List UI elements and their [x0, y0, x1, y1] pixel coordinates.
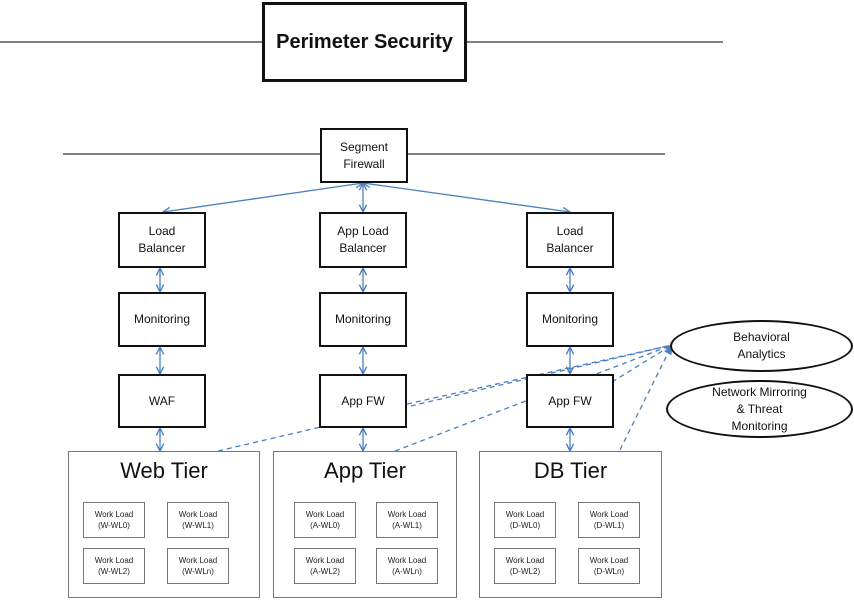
- workload-a-wln: Work Load (A-WLn): [376, 548, 438, 584]
- workload-id: (A-WL2): [310, 567, 340, 576]
- load-balancer-app-box: App Load Balancer: [319, 212, 407, 268]
- workload-label: Work Load: [305, 556, 345, 565]
- load-balancer-db-line2: Balancer: [546, 241, 594, 255]
- arrow-firewall-lb-db: [363, 183, 570, 212]
- app-fw-box: App FW: [319, 374, 407, 428]
- workload-a-wl1: Work Load (A-WL1): [376, 502, 438, 538]
- db-tier-box: DB Tier Work Load (D-WL0) Work Load (D-W…: [479, 451, 662, 598]
- workload-id: (D-WL1): [593, 521, 625, 530]
- behavioral-analytics-line2: Analytics: [737, 347, 786, 361]
- workload-label: Work Load: [94, 556, 134, 565]
- app-tier-title: App Tier: [324, 458, 406, 483]
- db-fw-box: App FW: [526, 374, 614, 428]
- workload-id: (A-WL0): [310, 521, 340, 530]
- web-tier-box: Web Tier Work Load (W-WL0) Work Load (W-…: [68, 451, 260, 598]
- monitoring-web-box: Monitoring: [118, 292, 206, 347]
- workload-label: Work Load: [505, 510, 545, 519]
- workload-id: (W-WL0): [98, 521, 130, 530]
- app-fw-label: App FW: [341, 393, 385, 408]
- network-mirroring-line1: Network Mirroring: [712, 384, 807, 399]
- workload-id: (W-WL1): [182, 521, 214, 530]
- workload-w-wl2: Work Load (W-WL2): [83, 548, 145, 584]
- workload-label: Work Load: [387, 556, 427, 565]
- db-fw-label: App FW: [548, 393, 592, 408]
- monitoring-app-label: Monitoring: [334, 312, 392, 326]
- perimeter-security-box: Perimeter Security: [262, 2, 467, 82]
- segment-firewall-box: Segment Firewall: [320, 128, 408, 183]
- app-tier-box: App Tier Work Load (A-WL0) Work Load (A-…: [273, 451, 457, 598]
- network-mirroring-line3: Monitoring: [731, 418, 788, 433]
- segment-firewall-line1: Segment: [339, 139, 389, 154]
- workload-id: (D-WL0): [509, 521, 541, 530]
- load-balancer-db-line1: Load: [556, 224, 584, 238]
- load-balancer-db-box: Load Balancer: [526, 212, 614, 268]
- workload-a-wl2: Work Load (A-WL2): [294, 548, 356, 584]
- workload-id: (D-WLn): [593, 567, 625, 576]
- workload-w-wl0: Work Load (W-WL0): [83, 502, 145, 538]
- workload-id: (W-WLn): [182, 567, 214, 576]
- waf-box: WAF: [118, 374, 206, 428]
- workload-label: Work Load: [505, 556, 545, 565]
- workload-d-wln: Work Load (D-WLn): [578, 548, 640, 584]
- workload-label: Work Load: [178, 556, 218, 565]
- load-balancer-app-line2: Balancer: [339, 241, 387, 255]
- monitoring-db-label: Monitoring: [541, 312, 599, 326]
- workload-label: Work Load: [305, 510, 345, 519]
- workload-a-wl0: Work Load (A-WL0): [294, 502, 356, 538]
- workload-d-wl2: Work Load (D-WL2): [494, 548, 556, 584]
- workload-id: (A-WL1): [392, 521, 422, 530]
- workload-id: (D-WL2): [509, 567, 541, 576]
- perimeter-security-label: Perimeter Security: [276, 30, 453, 53]
- waf-label: WAF: [148, 393, 176, 408]
- workload-label: Work Load: [94, 510, 134, 519]
- workload-label: Work Load: [387, 510, 427, 519]
- web-tier-title: Web Tier: [120, 458, 208, 483]
- network-mirroring-line2: & Threat: [736, 401, 783, 416]
- workload-d-wl0: Work Load (D-WL0): [494, 502, 556, 538]
- workload-w-wln: Work Load (W-WLn): [167, 548, 229, 584]
- network-mirroring-oval: Network Mirroring & Threat Monitoring: [666, 380, 853, 438]
- workload-label: Work Load: [589, 556, 629, 565]
- dashed-web-to-analytics: [217, 344, 673, 452]
- workload-w-wl1: Work Load (W-WL1): [167, 502, 229, 538]
- monitoring-web-label: Monitoring: [133, 312, 191, 326]
- load-balancer-web-line2: Balancer: [138, 241, 186, 255]
- db-tier-title: DB Tier: [533, 458, 608, 483]
- arrow-firewall-lb-web: [163, 183, 363, 212]
- load-balancer-web-line1: Load: [148, 224, 176, 238]
- dashed-db-to-analytics: [611, 344, 673, 467]
- dashed-dbfw-to-analytics: [611, 344, 673, 383]
- segment-firewall-line2: Firewall: [343, 156, 385, 171]
- behavioral-analytics-line1: Behavioral: [733, 330, 790, 344]
- behavioral-analytics-oval: Behavioral Analytics: [670, 320, 853, 372]
- load-balancer-app-line1: App Load: [337, 224, 389, 238]
- monitoring-app-box: Monitoring: [319, 292, 407, 347]
- workload-id: (A-WLn): [392, 567, 422, 576]
- workload-label: Work Load: [178, 510, 218, 519]
- monitoring-db-box: Monitoring: [526, 292, 614, 347]
- workload-id: (W-WL2): [98, 567, 130, 576]
- load-balancer-web-box: Load Balancer: [118, 212, 206, 268]
- workload-label: Work Load: [589, 510, 629, 519]
- workload-d-wl1: Work Load (D-WL1): [578, 502, 640, 538]
